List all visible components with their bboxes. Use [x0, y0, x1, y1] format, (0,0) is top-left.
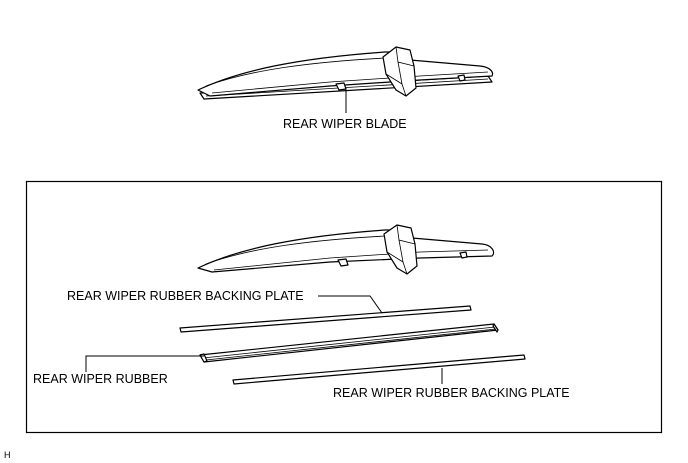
leader-backing-plate-upper: [318, 295, 383, 314]
label-rear-wiper-blade: REAR WIPER BLADE: [283, 117, 407, 131]
rear-wiper-blade-assembled: [197, 46, 494, 100]
label-rear-wiper-rubber: REAR WIPER RUBBER: [33, 372, 168, 386]
label-backing-plate-upper: REAR WIPER RUBBER BACKING PLATE: [67, 289, 304, 303]
exploded-view-frame: [25, 180, 663, 434]
rear-wiper-blade-frame: [197, 224, 495, 275]
rear-wiper-rubber: [199, 323, 499, 363]
leader-rear-wiper-rubber: [85, 355, 204, 372]
rear-wiper-rubber-backing-plate-lower: [232, 354, 526, 385]
label-backing-plate-lower: REAR WIPER RUBBER BACKING PLATE: [333, 386, 570, 400]
figure-code: H: [4, 450, 11, 460]
rear-wiper-rubber-backing-plate-upper: [179, 305, 472, 333]
